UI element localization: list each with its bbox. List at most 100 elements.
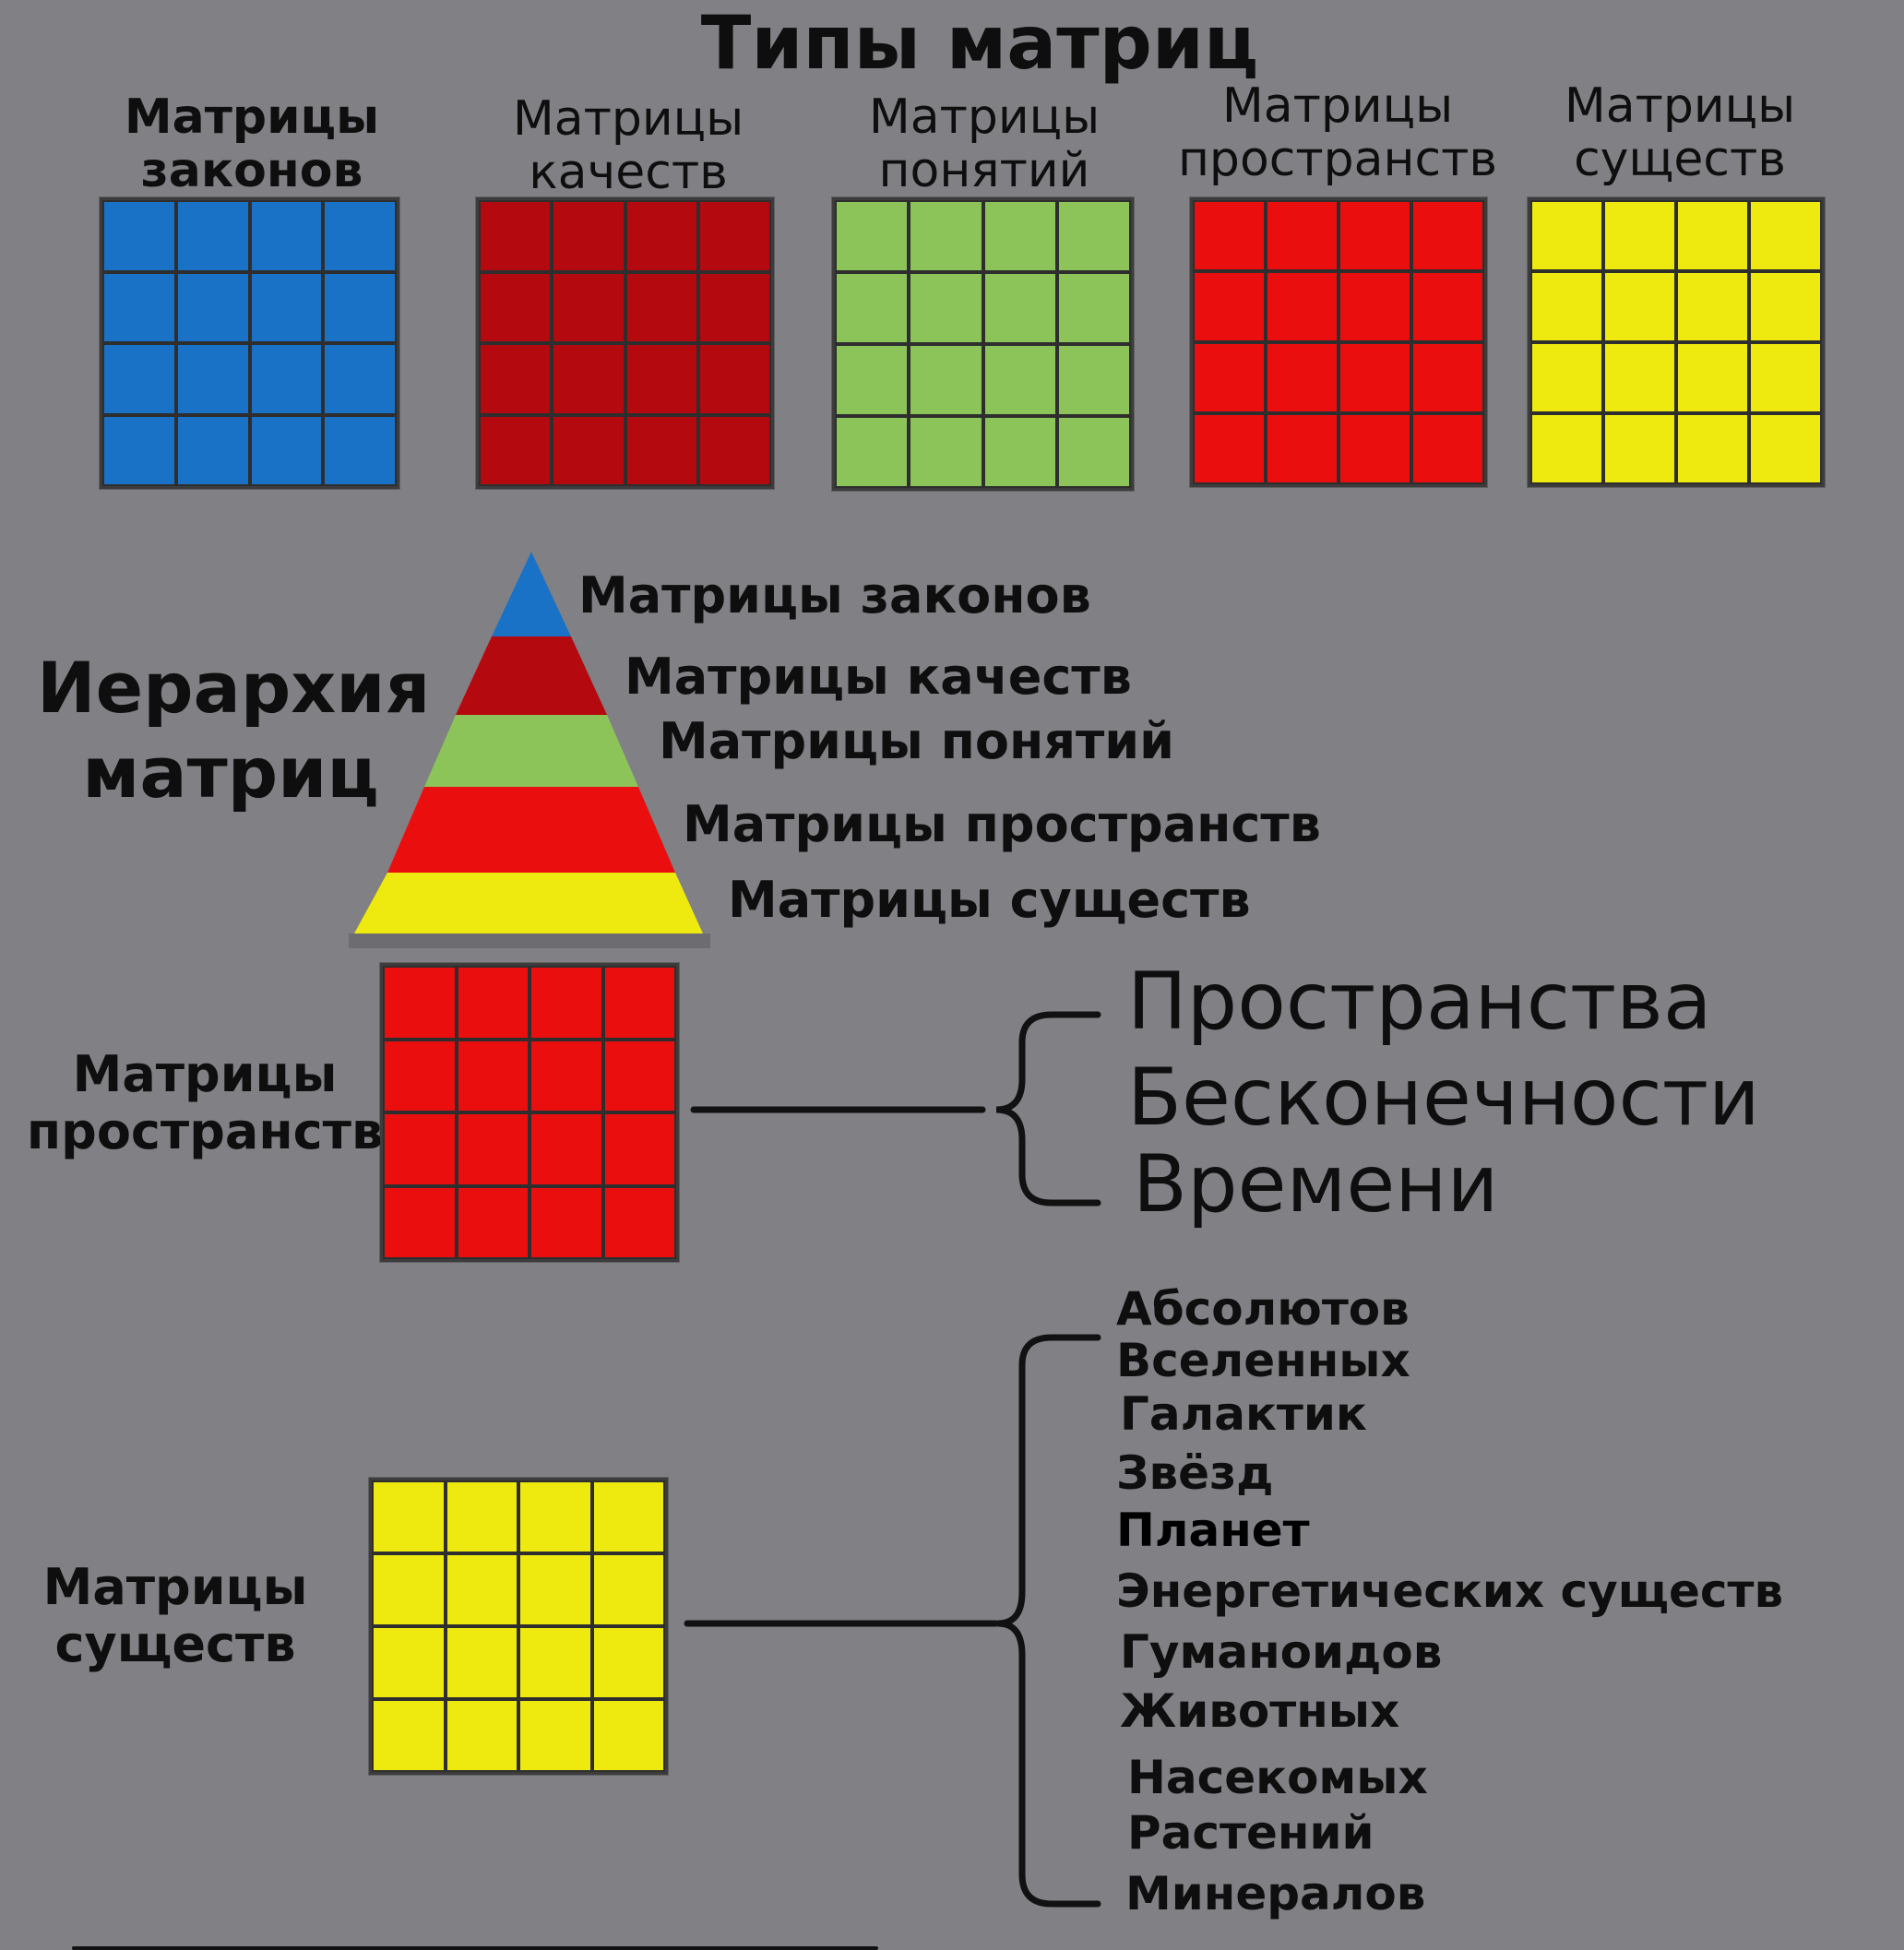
matrix-cell bbox=[909, 344, 983, 416]
page-title: Типы матриц bbox=[700, 0, 1259, 86]
pyramid-label-spaces: Матрицы пространств bbox=[683, 795, 1321, 853]
matrix-grid-concepts bbox=[832, 197, 1134, 491]
matrix-cell bbox=[518, 1480, 592, 1553]
matrix-cell bbox=[383, 1039, 457, 1112]
matrix-cell bbox=[835, 416, 910, 488]
matrix-cell bbox=[697, 200, 771, 272]
matrix-cell bbox=[909, 200, 983, 272]
matrix-cell bbox=[445, 1699, 518, 1772]
matrix-cell bbox=[479, 271, 553, 343]
matrix-cell bbox=[982, 200, 1057, 272]
matrix-cell bbox=[102, 414, 176, 486]
matrix-cell bbox=[909, 272, 983, 344]
matrix-cell bbox=[456, 1185, 530, 1259]
matrix-cell bbox=[1530, 200, 1603, 271]
matrix-cell bbox=[1411, 342, 1484, 413]
matrix-cell bbox=[323, 200, 397, 272]
matrix-cell bbox=[1339, 413, 1411, 484]
label-line: законов bbox=[140, 143, 363, 198]
matrix-cell bbox=[102, 343, 176, 415]
matrix-cell bbox=[1339, 200, 1411, 271]
matrix-cell bbox=[1411, 271, 1484, 342]
matrix-cell bbox=[323, 271, 397, 343]
matrix-cell bbox=[1603, 200, 1676, 271]
pyramid-level-beings bbox=[354, 873, 703, 933]
matrix-grid-spaces bbox=[1190, 197, 1487, 487]
matrix-cell bbox=[249, 414, 324, 486]
matrix-cell bbox=[175, 200, 250, 272]
matrix-cell bbox=[552, 200, 625, 272]
matrix-cell bbox=[982, 272, 1057, 344]
matrix-cell bbox=[456, 1039, 530, 1112]
matrix-cell bbox=[383, 1185, 457, 1259]
matrix-cell bbox=[909, 416, 983, 488]
matrix-cell bbox=[1266, 342, 1339, 413]
matrix-cell bbox=[835, 272, 910, 344]
label-line: Матрицы bbox=[512, 91, 744, 147]
matrix-cell bbox=[591, 1699, 665, 1772]
pyramid-label-beings: Матрицы существ bbox=[728, 871, 1251, 929]
matrix-cell bbox=[625, 343, 698, 415]
matrix-cell bbox=[1056, 200, 1131, 272]
matrix-cell bbox=[625, 200, 698, 272]
pyramid-label-laws: Матрицы законов bbox=[578, 566, 1091, 624]
beings-item: Энергетических существ bbox=[1116, 1564, 1784, 1618]
label-line: Матрицы bbox=[868, 89, 1101, 145]
pyramid-base-shadow bbox=[349, 933, 710, 948]
label-line: Матрицы bbox=[1564, 78, 1796, 134]
matrix-cell bbox=[982, 344, 1057, 416]
matrix-cell bbox=[1193, 200, 1266, 271]
label-line: Матрицы bbox=[1221, 78, 1454, 134]
matrix-cell bbox=[518, 1626, 592, 1699]
matrix-cell bbox=[1530, 342, 1603, 413]
matrix-cell bbox=[175, 271, 250, 343]
matrix-cell bbox=[323, 414, 397, 486]
matrix-cell bbox=[479, 200, 553, 272]
matrix-cell bbox=[445, 1553, 518, 1626]
matrix-cell bbox=[249, 200, 324, 272]
matrix-cell bbox=[982, 416, 1057, 488]
matrix-cell bbox=[591, 1626, 665, 1699]
matrix-cell bbox=[1749, 342, 1822, 413]
hierarchy-title-line: Иерархия bbox=[37, 647, 431, 729]
matrix-cell bbox=[518, 1553, 592, 1626]
beings-item: Гуманоидов bbox=[1120, 1625, 1443, 1679]
label-line: существ bbox=[1574, 132, 1786, 187]
matrix-cell bbox=[625, 414, 698, 486]
matrix-cell bbox=[1056, 272, 1131, 344]
beings-item: Животных bbox=[1120, 1684, 1400, 1738]
matrix-cell bbox=[1676, 342, 1749, 413]
matrix-cell bbox=[697, 343, 771, 415]
matrix-cell bbox=[1266, 413, 1339, 484]
matrix-cell bbox=[1530, 271, 1603, 342]
hierarchy-title: Иерархия матриц bbox=[37, 646, 431, 815]
matrix-cell bbox=[372, 1699, 446, 1772]
matrix-cell bbox=[530, 1039, 603, 1112]
matrix-cell bbox=[1411, 200, 1484, 271]
matrix-cell bbox=[530, 1185, 603, 1259]
pyramid-level-spaces bbox=[387, 787, 675, 873]
matrix-cell bbox=[372, 1480, 446, 1553]
beings-matrix-grid bbox=[369, 1478, 668, 1775]
matrix-cell bbox=[835, 344, 910, 416]
matrix-cell bbox=[445, 1626, 518, 1699]
label-line: Матрицы bbox=[42, 1558, 308, 1616]
matrix-type-label-concepts: Матрицы понятий bbox=[832, 90, 1136, 197]
matrix-cell bbox=[1266, 271, 1339, 342]
beings-brace bbox=[997, 1334, 1101, 1908]
spaces-item-space: Пространства bbox=[1127, 956, 1712, 1048]
matrix-cell bbox=[1676, 200, 1749, 271]
pyramid-level-concepts bbox=[424, 715, 638, 787]
spaces-item-time: Времени bbox=[1133, 1138, 1499, 1231]
label-line: пространств bbox=[26, 1102, 384, 1160]
beings-item: Абсолютов bbox=[1116, 1282, 1410, 1336]
pyramid-label-qualities: Матрицы качеств bbox=[625, 648, 1132, 706]
matrix-type-label-beings: Матрицы существ bbox=[1528, 79, 1832, 186]
matrix-grid-beings bbox=[1528, 197, 1825, 487]
beings-item: Вселенных bbox=[1116, 1334, 1410, 1387]
matrix-cell bbox=[372, 1626, 446, 1699]
beings-item: Насекомых bbox=[1127, 1751, 1428, 1804]
matrix-cell bbox=[1193, 271, 1266, 342]
matrix-type-label-spaces: Матрицы пространств bbox=[1172, 79, 1504, 186]
